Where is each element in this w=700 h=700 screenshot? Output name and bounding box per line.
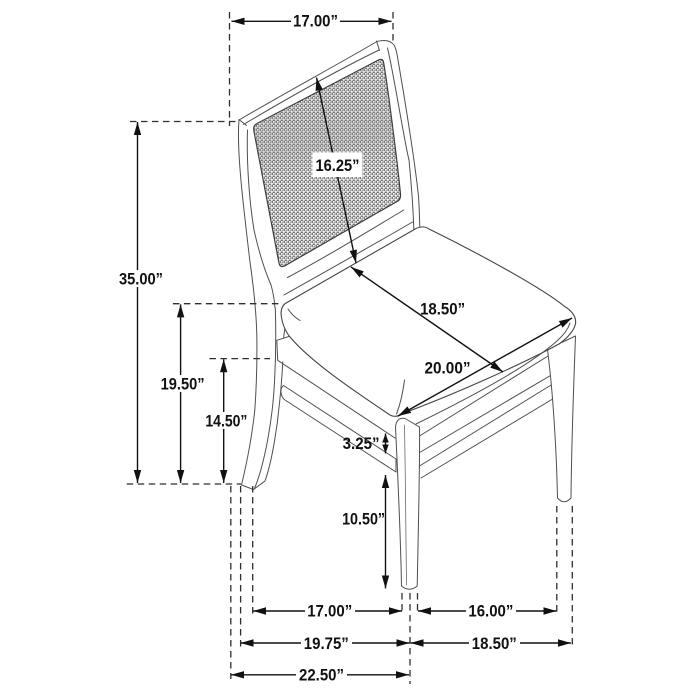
svg-text:16.00”: 16.00”: [468, 603, 513, 621]
svg-text:18.50”: 18.50”: [420, 300, 465, 318]
svg-text:35.00”: 35.00”: [119, 270, 163, 288]
svg-text:19.50”: 19.50”: [161, 375, 205, 393]
svg-text:17.00”: 17.00”: [307, 603, 352, 621]
svg-text:20.00”: 20.00”: [425, 359, 471, 377]
svg-text:10.50”: 10.50”: [342, 510, 385, 528]
svg-text:14.50”: 14.50”: [205, 413, 247, 431]
svg-text:19.75”: 19.75”: [304, 635, 349, 653]
svg-text:22.50”: 22.50”: [299, 667, 344, 685]
svg-text:18.50”: 18.50”: [472, 635, 517, 653]
svg-text:16.25”: 16.25”: [316, 157, 360, 175]
svg-text:3.25”: 3.25”: [343, 435, 380, 453]
svg-text:17.00”: 17.00”: [293, 13, 338, 31]
